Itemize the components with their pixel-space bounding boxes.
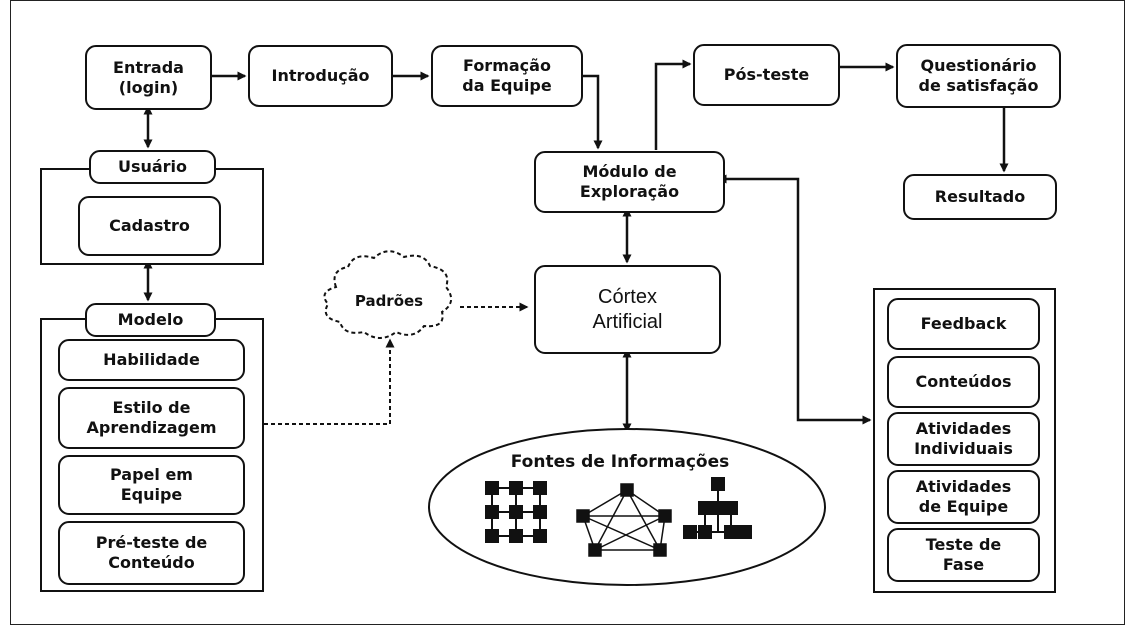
arrow-modulo-panel bbox=[717, 174, 872, 425]
modulo-exploracao-node: Módulo de Exploração bbox=[534, 151, 725, 213]
formacao-equipe-node: Formação da Equipe bbox=[431, 45, 583, 107]
panel-item-teste-fase: Teste de Fase bbox=[887, 528, 1040, 582]
pos-teste-node: Pós-teste bbox=[693, 44, 840, 106]
modelo-item-preteste: Pré-teste de Conteúdo bbox=[58, 521, 245, 585]
modelo-item-habilidade: Habilidade bbox=[58, 339, 245, 381]
mesh-network-icon bbox=[576, 483, 672, 557]
usuario-item-cadastro: Cadastro bbox=[78, 196, 221, 256]
grid-network-icon bbox=[485, 481, 547, 543]
fontes-label: Fontes de Informações bbox=[511, 452, 730, 472]
questionario-node: Questionário de satisfação bbox=[896, 44, 1061, 108]
padroes-label: Padrões bbox=[355, 292, 423, 310]
entrada-login-node: Entrada (login) bbox=[85, 45, 212, 110]
padroes-cloud-shape bbox=[323, 250, 453, 339]
resultado-node: Resultado bbox=[903, 174, 1057, 220]
modelo-item-papel: Papel em Equipe bbox=[58, 455, 245, 515]
modelo-title: Modelo bbox=[85, 303, 216, 337]
cortex-artificial-node: Córtex Artificial bbox=[534, 265, 721, 354]
panel-item-atividades-equipe: Atividades de Equipe bbox=[887, 470, 1040, 524]
tree-network-icon bbox=[683, 477, 752, 539]
introducao-node: Introdução bbox=[248, 45, 393, 107]
arrow-modulo-posteste bbox=[654, 59, 692, 150]
dotted-modelo-padroes bbox=[264, 338, 395, 425]
panel-item-feedback: Feedback bbox=[887, 298, 1040, 350]
panel-item-conteudos: Conteúdos bbox=[887, 356, 1040, 408]
usuario-title: Usuário bbox=[89, 150, 216, 184]
fontes-ellipse bbox=[428, 428, 826, 586]
panel-item-atividades-individuais: Atividades Individuais bbox=[887, 412, 1040, 466]
arrow-formacao-modulo bbox=[583, 74, 603, 150]
modelo-item-estilo: Estilo de Aprendizagem bbox=[58, 387, 245, 449]
